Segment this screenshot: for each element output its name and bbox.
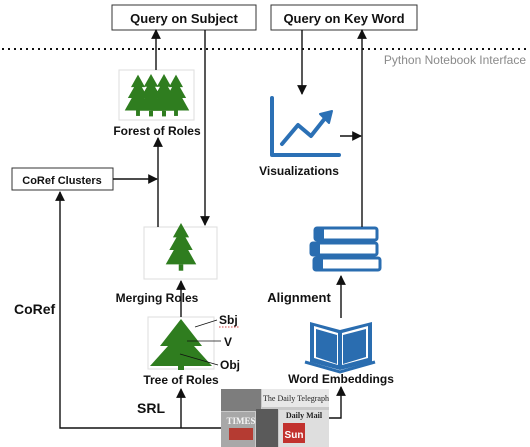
obj-label: Obj: [220, 358, 240, 372]
edge-news-to-coref-clusters: [55, 191, 221, 429]
pine-tree-icon: [147, 316, 221, 370]
coref-edge-label: CoRef: [14, 301, 56, 317]
visualizations-label: Visualizations: [259, 164, 339, 178]
newspaper-headline: The Daily Telegraph: [263, 394, 329, 403]
query-subject-node[interactable]: Query on Subject: [111, 4, 257, 31]
edge-news-to-embeddings: [329, 386, 346, 419]
sbj-label: Sbj: [219, 313, 238, 327]
merging-label: Merging Roles: [116, 291, 199, 305]
v-label: V: [224, 335, 232, 349]
newspapers-collage-icon: The Daily Telegraph Daily Mail TIMES Sun: [221, 389, 329, 447]
srl-edge-label: SRL: [137, 400, 165, 416]
query-keyword-node[interactable]: Query on Key Word: [270, 4, 418, 31]
open-book-icon: [304, 322, 376, 374]
query-subject-label: Query on Subject: [130, 11, 238, 26]
newspaper-headline: Sun: [285, 430, 304, 441]
newspaper-headline: TIMES: [226, 416, 255, 426]
forest-label: Forest of Roles: [113, 124, 201, 138]
tree-label: Tree of Roles: [143, 373, 219, 387]
newspaper-headline: Daily Mail: [286, 411, 323, 420]
alignment-label: Alignment: [267, 290, 331, 305]
stacked-books-icon: [309, 226, 382, 272]
query-keyword-label: Query on Key Word: [283, 11, 404, 26]
word-embeddings-label: Word Embeddings: [288, 372, 394, 386]
pine-forest-icon: [118, 69, 195, 121]
coref-clusters-node[interactable]: CoRef Clusters: [11, 167, 114, 191]
line-chart-icon: [270, 96, 341, 157]
coref-clusters-label: CoRef Clusters: [22, 175, 101, 187]
pine-tree-icon: [143, 223, 218, 280]
interface-label: Python Notebook Interface: [384, 53, 526, 67]
